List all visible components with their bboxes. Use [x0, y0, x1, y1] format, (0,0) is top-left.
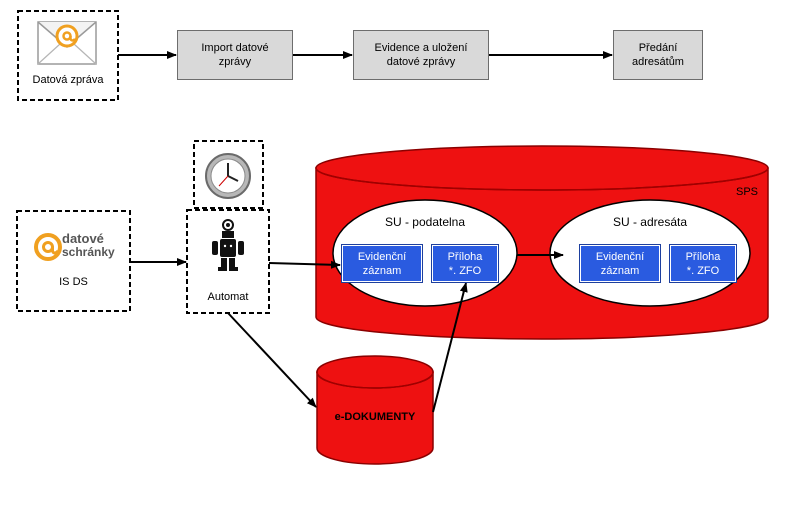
isds-logo-line1: datové: [62, 231, 104, 246]
adresata-evidencni-zaznam: Evidenční záznam: [580, 245, 660, 282]
step-predani: Předání adresátům: [613, 30, 703, 80]
isds-box: [16, 210, 131, 312]
podatelna-priloha-label: Příloha *. ZFO: [447, 250, 483, 277]
automat-label: Automat: [207, 291, 249, 303]
edokumenty-cylinder: [316, 355, 434, 465]
adresata-priloha-zfo: Příloha *. ZFO: [670, 245, 736, 282]
step-import: Import datové zprávy: [177, 30, 293, 80]
sps-label: SPS: [735, 186, 758, 198]
datova-zprava-label: Datová zpráva: [32, 74, 104, 86]
su-podatelna-title: SU - podatelna: [384, 215, 466, 229]
step-import-label: Import datové zprávy: [201, 42, 269, 68]
step-predani-label: Předání adresátům: [632, 42, 684, 68]
step-evidence: Evidence a uložení datové zprávy: [353, 30, 489, 80]
clock-icon: [205, 153, 251, 199]
podatelna-evidencni-zaznam: Evidenční záznam: [342, 245, 422, 282]
step-evidence-label: Evidence a uložení datové zprávy: [374, 42, 468, 68]
arrow-automat-podatelna: [268, 260, 341, 269]
podatelna-priloha-zfo: Příloha *. ZFO: [432, 245, 498, 282]
edokumenty-label: e-DOKUMENTY: [334, 411, 416, 423]
isds-logo-line2: schránky: [62, 245, 115, 259]
envelope-icon: [37, 21, 97, 65]
podatelna-evidencni-label: Evidenční záznam: [357, 250, 407, 277]
isds-label: IS DS: [59, 276, 88, 288]
arrow-edokumenty-priloha: [432, 282, 468, 413]
isds-logo-icon: [34, 233, 62, 261]
adresata-priloha-label: Příloha *. ZFO: [685, 250, 721, 277]
su-adresata-title: SU - adresáta: [612, 215, 688, 229]
adresata-evidencni-label: Evidenční záznam: [595, 250, 645, 277]
robot-icon: [212, 219, 244, 271]
arrow-automat-edokumenty: [227, 312, 317, 408]
